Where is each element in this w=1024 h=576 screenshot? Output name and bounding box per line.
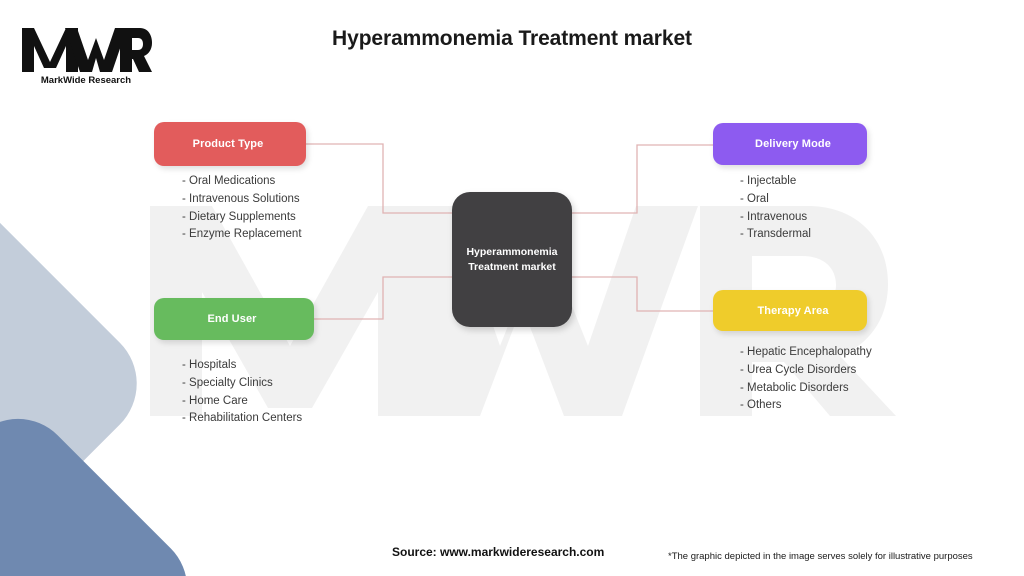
branch-label-delivery-mode: Delivery Mode bbox=[755, 138, 831, 150]
list-item: - Urea Cycle Disorders bbox=[740, 363, 857, 376]
list-item: - Dietary Supplements bbox=[182, 210, 296, 223]
list-item: - Others bbox=[740, 399, 782, 412]
list-item: - Injectable bbox=[740, 175, 797, 187]
page-title: Hyperammonemia Treatment market bbox=[332, 27, 692, 50]
source-attribution: Source: www.markwideresearch.com bbox=[392, 545, 605, 559]
connector-therapy-area bbox=[572, 276, 713, 312]
connector-product-type bbox=[306, 143, 452, 214]
list-item: - Oral bbox=[740, 192, 769, 205]
branch-pill-delivery-mode[interactable]: Delivery Mode bbox=[713, 123, 867, 165]
list-item: - Hospitals bbox=[182, 359, 237, 371]
list-item: - Hepatic Encephalopathy bbox=[740, 346, 872, 358]
disclaimer-note: *The graphic depicted in the image serve… bbox=[668, 551, 973, 562]
branch-label-end-user: End User bbox=[207, 313, 257, 325]
list-item: - Intravenous Solutions bbox=[182, 192, 300, 205]
logo-company-name: MarkWide Research bbox=[41, 75, 131, 86]
list-item: - Home Care bbox=[182, 394, 248, 407]
branch-pill-therapy-area[interactable]: Therapy Area bbox=[713, 290, 867, 331]
connector-delivery-mode bbox=[572, 144, 713, 214]
center-node-label: Hyperammonemia Treatment market bbox=[460, 245, 563, 273]
branch-items-delivery-mode: - Injectable - Oral - Intravenous - Tran… bbox=[740, 173, 811, 244]
connector-end-user bbox=[314, 276, 452, 320]
branch-label-therapy-area: Therapy Area bbox=[757, 304, 829, 317]
branch-pill-end-user[interactable]: End User bbox=[154, 298, 314, 340]
branch-items-therapy-area: - Hepatic Encephalopathy - Urea Cycle Di… bbox=[740, 344, 872, 415]
list-item: - Intravenous bbox=[740, 210, 808, 223]
list-item: - Rehabilitation Centers bbox=[182, 412, 303, 425]
center-node[interactable]: Hyperammonemia Treatment market bbox=[452, 192, 572, 327]
list-item: - Specialty Clinics bbox=[182, 376, 273, 389]
branch-items-end-user: - Hospitals - Specialty Clinics - Home C… bbox=[182, 357, 302, 428]
branch-label-product-type: Product Type bbox=[192, 138, 264, 150]
list-item: - Oral Medications bbox=[182, 175, 276, 187]
branch-items-product-type: - Oral Medications - Intravenous Solutio… bbox=[182, 173, 302, 244]
center-node-label-line1: Hyperammonemia bbox=[466, 246, 558, 259]
list-item: - Enzyme Replacement bbox=[182, 228, 302, 241]
list-item: - Metabolic Disorders bbox=[740, 381, 849, 394]
center-node-label-line2: Treatment market bbox=[468, 260, 556, 273]
branch-pill-product-type[interactable]: Product Type bbox=[154, 122, 306, 166]
markwide-research-logo: MarkWide Research Inspiring Growth bbox=[20, 22, 152, 88]
list-item: - Transdermal bbox=[740, 228, 811, 241]
